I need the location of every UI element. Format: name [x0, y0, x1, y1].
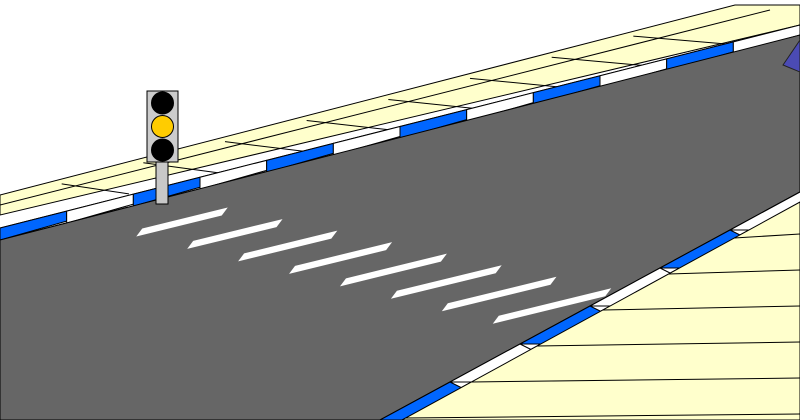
green-lamp-icon — [151, 138, 174, 162]
vehicle-icon[interactable] — [782, 39, 800, 73]
sidewalk-tile-line — [388, 98, 485, 110]
sidewalk-tile-line — [61, 183, 129, 195]
crosswalk-stripe — [289, 242, 393, 274]
far-sidewalk-surface — [0, 4, 800, 216]
crosswalk-stripe — [187, 219, 283, 249]
sidewalk-tile-line — [734, 233, 800, 239]
far-sidewalk-lines — [0, 9, 771, 206]
sidewalk-tile-line — [537, 341, 800, 347]
far-curb-blocks — [0, 24, 800, 241]
near-curb-blocks — [379, 191, 800, 420]
crosswalk-stripe — [441, 276, 557, 312]
red-lamp-icon — [151, 91, 174, 115]
traffic-light-pole — [155, 159, 169, 205]
near-sidewalk — [379, 191, 800, 420]
sidewalk-tile-line — [405, 413, 800, 419]
near-sidewalk-surface — [401, 201, 800, 420]
near-sidewalk-lines — [405, 233, 800, 419]
sidewalk-tile-line — [224, 141, 307, 153]
sidewalk-tile-line — [0, 9, 771, 206]
crosswalk-stripe — [390, 265, 502, 299]
curb-block — [729, 191, 800, 231]
crosswalk-stripe — [238, 230, 338, 262]
curb-block — [732, 24, 800, 55]
crosswalk — [136, 207, 612, 324]
sidewalk-tile-line — [471, 377, 800, 383]
sidewalk-tile-line — [602, 305, 800, 311]
traffic-light[interactable] — [146, 90, 179, 205]
far-sidewalk — [0, 4, 800, 241]
crosswalk-stripe — [492, 288, 612, 324]
crosswalk-stripe — [339, 253, 447, 287]
yellow-lamp-icon — [151, 115, 174, 138]
sidewalk-tile-line — [668, 269, 800, 275]
crosswalk-stripe — [136, 207, 228, 237]
sidewalk-tile-line — [306, 120, 396, 132]
